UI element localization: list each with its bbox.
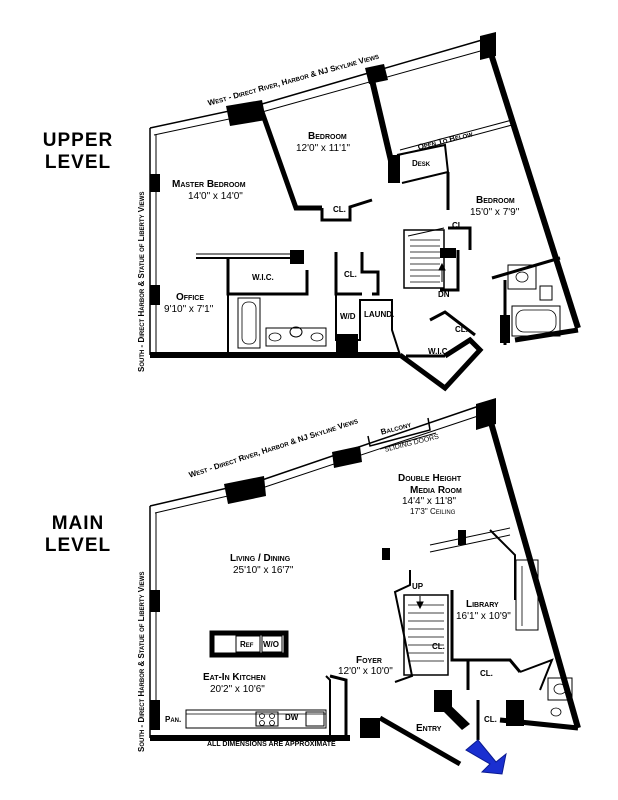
media-room-dim: 14'4" x 11'8"	[402, 496, 457, 507]
bedroom2-name: Bedroom	[476, 195, 515, 206]
desk-label: Desk	[412, 159, 431, 168]
dishwasher-label: DW	[285, 713, 299, 722]
upper-level-label: UPPER LEVEL	[42, 130, 114, 173]
upper-south-views-caption: South - Direct Harbor & Statue of Libert…	[137, 191, 146, 372]
library-dim: 16'1" x 10'9"	[456, 611, 511, 622]
upper-east-wall	[483, 37, 581, 329]
upper-closet-3: CL.	[344, 270, 357, 279]
washer-dryer-label: W/D	[340, 312, 356, 321]
main-closet-3: CL.	[484, 715, 497, 724]
entry-label: Entry	[416, 723, 442, 734]
main-south-views-caption: South - Direct Harbor & Statue of Libert…	[137, 571, 146, 752]
main-level-label: MAIN LEVEL	[44, 513, 112, 556]
foyer-name: Foyer	[356, 655, 382, 666]
master-bedroom-name: Master Bedroom	[172, 179, 246, 190]
living-dining-name: Living / Dining	[230, 553, 291, 564]
kitchen-name: Eat-In Kitchen	[203, 672, 266, 683]
living-dining-dim: 25'10" x 16'7"	[233, 565, 294, 576]
media-room-ceiling: 17'3" Ceiling	[410, 507, 456, 516]
bedroom1-dim: 12'0" x 11'1"	[296, 143, 351, 154]
upper-closet-1: CL.	[333, 205, 346, 214]
stairs-up-label: UP	[412, 582, 424, 591]
upper-wic-1: W.I.C.	[252, 273, 274, 282]
upper-wic-2: W.I.C.	[428, 347, 450, 356]
media-room-name-1: Double Height	[398, 473, 462, 484]
media-room-name-2: Media Room	[410, 485, 462, 496]
foyer-dim: 12'0" x 10'0"	[338, 666, 393, 677]
main-closet-2: CL.	[480, 669, 493, 678]
upper-closet-2: CL.	[452, 221, 465, 230]
wall-oven-label: W/O	[263, 640, 279, 649]
upper-closet-4: CL.	[455, 325, 468, 334]
main-closet-1: CL.	[432, 642, 445, 651]
library-name: Library	[466, 599, 499, 610]
main-east-wall	[483, 404, 581, 729]
kitchen-dim: 20'2" x 10'6"	[210, 684, 265, 695]
laundry-label: LAUND.	[364, 310, 395, 319]
refrigerator-label: Ref	[240, 640, 254, 649]
stairs-down-label: DN	[438, 290, 450, 299]
office-name: Office	[176, 292, 204, 303]
dimensions-disclaimer: ALL DIMENSIONS ARE APPROXIMATE	[207, 741, 336, 748]
master-bedroom-dim: 14'0" x 14'0"	[188, 191, 243, 202]
bedroom2-dim: 15'0" x 7'9"	[470, 207, 520, 218]
pantry-label: Pan.	[165, 715, 182, 724]
entry-arrow-icon	[465, 739, 507, 775]
bedroom1-name: Bedroom	[308, 131, 347, 142]
upper-west-wall	[149, 39, 483, 129]
office-dim: 9'10" x 7'1"	[164, 304, 214, 315]
